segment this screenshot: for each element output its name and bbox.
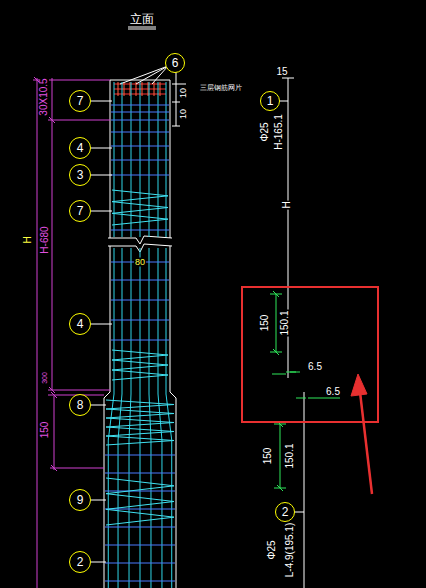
- callout-circle: 2: [69, 551, 91, 573]
- callout-number: 4: [77, 142, 84, 154]
- callout-number: 7: [77, 95, 84, 107]
- callout-circle: 4: [69, 313, 91, 335]
- callout-number: 3: [77, 169, 84, 181]
- dimension-label: H: [23, 235, 33, 244]
- dimension-label: 6.5: [307, 362, 323, 372]
- callout-circle: 8: [69, 394, 91, 416]
- dimension-label: 150: [40, 421, 50, 440]
- dimension-label: 80: [134, 258, 146, 267]
- dimension-label: H: [282, 200, 292, 209]
- callout-number: 6: [172, 57, 179, 69]
- dimension-label: H-165.1: [274, 113, 284, 151]
- callout-number: 9: [77, 494, 84, 506]
- dimension-label: 150: [263, 447, 273, 466]
- callout-circle: 4: [69, 137, 91, 159]
- dimension-label: 10: [179, 108, 188, 120]
- callout-number: 1: [267, 95, 274, 107]
- dimension-label: Φ25: [260, 121, 270, 142]
- callout-number: 2: [282, 506, 289, 518]
- callout-number: 4: [77, 318, 84, 330]
- dimension-label: 30X10.5: [39, 77, 49, 116]
- callout-number: 2: [77, 556, 84, 568]
- callout-circle: 2: [275, 502, 295, 522]
- dimension-label: 10: [179, 87, 188, 99]
- dimension-label: H-680: [40, 225, 50, 254]
- callout-circle: 9: [69, 489, 91, 511]
- callout-number: 7: [77, 205, 84, 217]
- callout-circle: 1: [260, 91, 280, 111]
- dimension-label: L-4.9(195.1): [285, 522, 295, 578]
- drawing-title: 立面: [130, 11, 154, 28]
- dimension-label: 150.1: [285, 442, 295, 469]
- dimension-label: 6.5: [325, 387, 341, 397]
- dimension-label: 15: [275, 67, 288, 77]
- callout-circle: 3: [69, 164, 91, 186]
- dimension-label: 150.1: [280, 309, 290, 336]
- dimension-label: 150: [260, 314, 270, 333]
- dimension-label: Φ25: [267, 539, 277, 560]
- dimension-label: 三层钢筋网片: [199, 84, 243, 91]
- callout-circle: 6: [165, 53, 185, 73]
- callout-circle: 7: [69, 90, 91, 112]
- callout-number: 8: [77, 399, 84, 411]
- dimension-label: 300: [41, 371, 48, 385]
- callout-circle: 7: [69, 200, 91, 222]
